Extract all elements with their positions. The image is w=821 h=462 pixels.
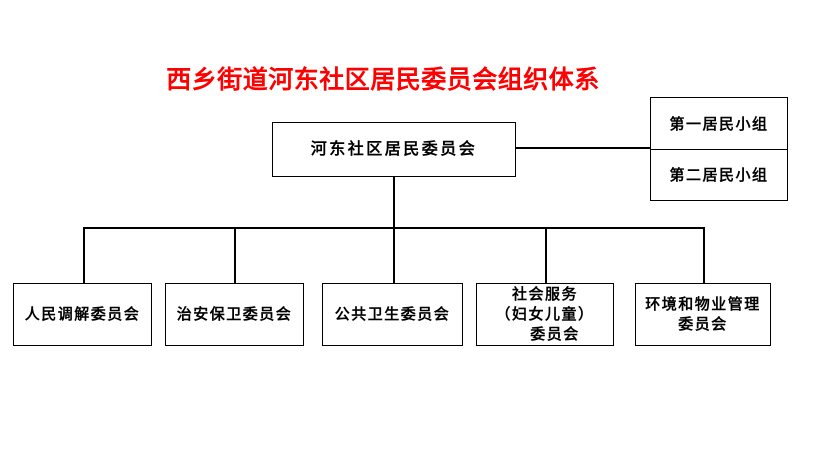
connector-drop-5 (703, 227, 705, 283)
connector-drop-4 (545, 227, 547, 283)
social-service-committee-label-line3: 委员会 (530, 326, 580, 343)
box-people-mediation-committee: 人民调解委员会 (13, 283, 152, 346)
environment-property-committee-label-line2: 委员会 (678, 316, 728, 333)
connector-drop-2 (234, 227, 236, 283)
box-social-service-committee: 社会服务 （妇女儿童） 委员会 (476, 283, 614, 346)
connector-drop-1 (83, 227, 85, 283)
environment-property-committee-label-line1: 环境和物业管理 (645, 296, 761, 313)
page-title: 西乡街道河东社区居民委员会组织体系 (166, 67, 600, 94)
box-resident-groups: 第一居民小组 第二居民小组 (650, 97, 788, 201)
social-service-committee-label-line1: 社会服务 (511, 286, 578, 303)
people-mediation-committee-label: 人民调解委员会 (24, 306, 141, 323)
box-resident-group-1: 第一居民小组 (651, 98, 787, 150)
connector-root-stem (393, 176, 395, 283)
public-health-committee-label: 公共卫生委员会 (334, 306, 451, 323)
root-committee-label: 河东社区居民委员会 (310, 140, 478, 158)
social-service-committee-label-line2: （妇女儿童） (495, 306, 595, 323)
resident-group-1-label: 第一居民小组 (669, 116, 769, 133)
box-root-committee: 河东社区居民委员会 (272, 122, 516, 177)
connector-bus (83, 227, 704, 229)
security-defense-committee-label: 治安保卫委员会 (176, 306, 293, 323)
box-security-defense-committee: 治安保卫委员会 (165, 283, 304, 346)
resident-group-2-label: 第二居民小组 (669, 168, 769, 185)
box-environment-property-committee: 环境和物业管理 委员会 (635, 283, 771, 346)
box-resident-group-2: 第二居民小组 (651, 150, 787, 201)
connector-root-to-groups (516, 147, 650, 149)
box-public-health-committee: 公共卫生委员会 (322, 283, 463, 346)
